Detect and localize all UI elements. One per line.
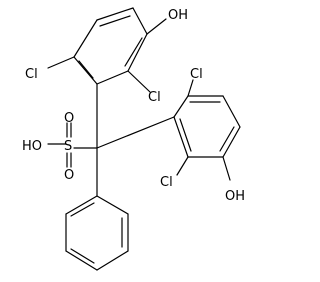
sulfur-label: S <box>64 139 72 154</box>
oxo-label-bottom: O <box>64 168 74 183</box>
chloro-label-right-top: Cl <box>190 67 203 82</box>
chemical-structure-diagram: OH Cl Cl Cl Cl OH HO S O O <box>22 7 245 271</box>
upper-ring-substituent-bonds <box>47 18 167 93</box>
chloro-label-top-middle: Cl <box>148 90 161 105</box>
right-aryl-ring <box>173 95 241 158</box>
central-carbon-bonds <box>73 83 175 197</box>
phenyl-ring <box>65 195 129 271</box>
right-ring-substituent-bonds <box>176 79 231 181</box>
hydroxyl-label-bottom: OH <box>225 189 245 204</box>
oxo-label-top: O <box>64 111 74 126</box>
chloro-label-top-left: Cl <box>25 67 38 82</box>
sulfonic-acid-bonds <box>47 122 72 168</box>
sulfonic-hydroxyl-label: HO <box>22 139 42 154</box>
chloro-label-right-bottom: Cl <box>160 175 173 190</box>
upper-aryl-ring <box>73 7 148 85</box>
hydroxyl-label-top: OH <box>168 8 188 23</box>
